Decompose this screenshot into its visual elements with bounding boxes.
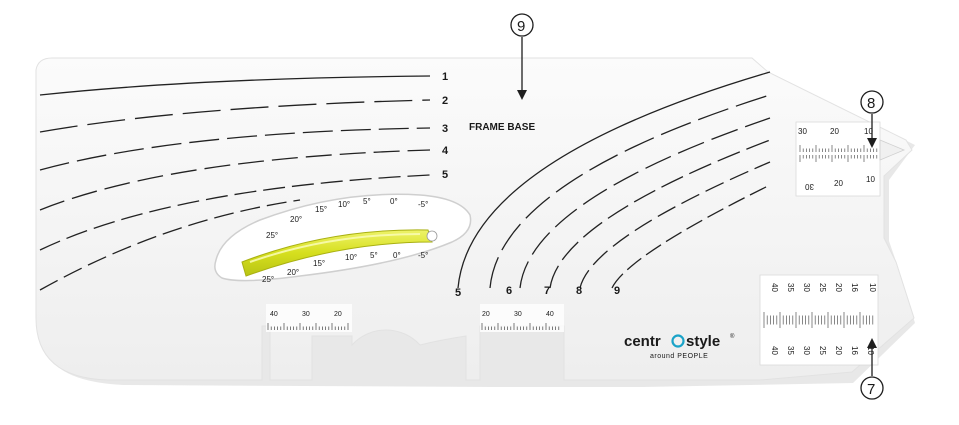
arc-1 — [39, 75, 431, 96]
angle-label: 20° — [290, 215, 302, 224]
arc-number: 6 — [506, 285, 512, 297]
callout-9: 9 — [510, 13, 534, 100]
arc-r5 — [457, 71, 771, 289]
ruler-label: 20 — [334, 311, 342, 318]
callout-number: 8 — [867, 95, 875, 112]
scale-label: 35 — [786, 283, 795, 292]
scale-label: 35 — [786, 346, 795, 355]
level-top-angles: 25° 20° 15° 10° 5° 0° -5° — [266, 197, 428, 240]
arc-number: 8 — [576, 285, 582, 297]
callout-arrow-head — [517, 90, 527, 100]
arc-number: 1 — [442, 71, 448, 83]
arc-r9 — [579, 161, 771, 289]
arc-number: 2 — [442, 95, 448, 107]
angle-label: 25° — [266, 231, 278, 240]
scale-label: 30 — [802, 283, 811, 292]
arc-number: 9 — [614, 285, 620, 297]
angle-label: 10° — [345, 253, 357, 262]
callout-number: 7 — [867, 381, 875, 398]
scale-label: 20 — [834, 283, 843, 292]
scale-label: 16 — [850, 346, 859, 355]
scale-label: 20 — [834, 179, 843, 188]
brand-trademark: ® — [730, 333, 735, 340]
ruler-label: 40 — [270, 311, 278, 318]
scale-label: 20 — [834, 346, 843, 355]
centrostyle-logo: centr style ® around PEOPLE — [624, 333, 735, 360]
frame-base-label: FRAME BASE — [469, 122, 535, 133]
callout-arrow-head — [867, 138, 877, 148]
arc-numbers-bottom: 5 6 7 8 9 — [455, 285, 620, 299]
angle-label: 0° — [390, 197, 398, 206]
left-bottom-ruler: 40 30 20 — [266, 304, 352, 332]
scale-label: 25 — [818, 346, 827, 355]
level-bottom-angles: 25° 20° 15° 10° 5° 0° -5° — [262, 251, 428, 284]
angle-label: 0° — [393, 251, 401, 260]
upper-scale-arrow — [879, 139, 906, 161]
scale-label: 10 — [866, 346, 875, 355]
scale-label: 20 — [830, 127, 839, 136]
brand-name-right: style — [686, 333, 720, 350]
scale-label: 10 — [866, 175, 875, 184]
arc-number: 7 — [544, 285, 550, 297]
arc-number: 4 — [442, 145, 449, 157]
angle-label: 25° — [262, 275, 274, 284]
callout-circle — [860, 90, 884, 114]
angle-label: 20° — [287, 268, 299, 277]
frame-arc-lines-right — [457, 71, 771, 289]
callout-circle — [860, 376, 884, 400]
callout-number: 9 — [517, 18, 525, 35]
arc-2 — [39, 99, 431, 133]
scale-label: 10 — [864, 127, 873, 136]
angle-label: 15° — [313, 259, 325, 268]
angle-label: 10° — [338, 200, 350, 209]
callout-8: 8 — [860, 90, 884, 148]
arc-r10 — [611, 184, 771, 289]
level-vial — [241, 229, 433, 277]
scale-label: 40 — [770, 283, 779, 292]
ruler-label: 40 — [546, 311, 554, 318]
middle-bottom-ruler: 20 30 40 — [480, 304, 564, 332]
arc-5 — [39, 174, 431, 251]
angle-label: -5° — [418, 251, 428, 260]
arc-r7 — [519, 117, 771, 289]
scale-label: 25 — [818, 283, 827, 292]
pupillary-distance-scale-lower: 40 35 30 25 20 16 10 40 35 30 25 20 16 1… — [759, 274, 879, 366]
angle-label: 15° — [315, 205, 327, 214]
callout-circle — [510, 13, 534, 37]
curved-level-gauge: 25° 20° 15° 10° 5° 0° -5° 25° 20° 15° 10… — [214, 193, 472, 284]
brand-tagline: around PEOPLE — [650, 353, 708, 360]
ruler-label: 30 — [302, 311, 310, 318]
arc-6 — [39, 199, 301, 291]
angle-label: 5° — [363, 197, 371, 206]
level-bubble — [426, 230, 438, 242]
arc-number: 5 — [442, 169, 448, 181]
scale-label: 16 — [850, 283, 859, 292]
arc-4 — [39, 149, 431, 211]
arc-r6 — [489, 94, 771, 289]
pupillary-distance-scale-upper: 30 20 10 30 20 10 — [795, 121, 906, 197]
angle-label: 5° — [370, 251, 378, 260]
arc-3 — [39, 127, 431, 171]
brand-ring-icon — [671, 334, 685, 348]
frame-arc-lines-left — [39, 75, 431, 291]
scale-label: 30 — [802, 346, 811, 355]
arc-numbers-left: 1 2 3 4 5 — [442, 71, 449, 181]
frame-ruler-board — [35, 57, 915, 381]
scale-label: 30 — [805, 182, 814, 191]
callout-7: 7 — [860, 338, 884, 400]
callout-arrow-head — [867, 338, 877, 348]
brand-name-left: centr — [624, 333, 661, 350]
arc-number: 5 — [455, 287, 461, 299]
ruler-label: 30 — [514, 311, 522, 318]
level-vial-highlight — [249, 233, 421, 263]
scale-label: 40 — [770, 346, 779, 355]
ruler-label: 20 — [482, 311, 490, 318]
scale-label: 30 — [798, 127, 807, 136]
angle-label: -5° — [418, 200, 428, 209]
arc-number: 3 — [442, 123, 448, 135]
arc-r8 — [549, 139, 771, 289]
scale-label: 10 — [868, 283, 877, 292]
